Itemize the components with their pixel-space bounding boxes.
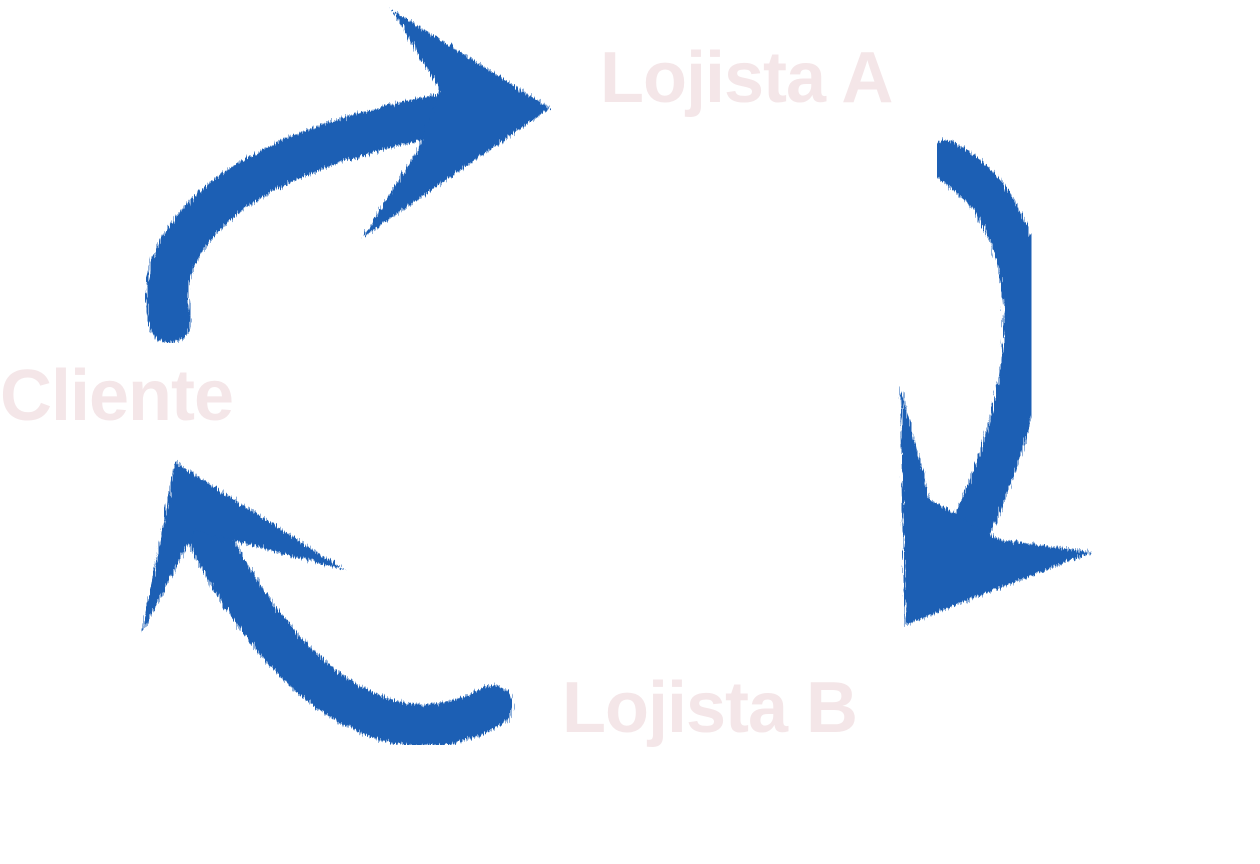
arrow-lojista-b-to-cliente	[142, 462, 513, 747]
node-label-cliente: Cliente	[0, 356, 234, 436]
node-label-lojista-b: Lojista B	[562, 668, 858, 748]
arrow-lojista-a-to-lojista-b	[900, 140, 1092, 625]
node-label-lojista-a: Lojista A	[600, 38, 893, 118]
arrow-cliente-to-lojista-a	[146, 10, 550, 343]
